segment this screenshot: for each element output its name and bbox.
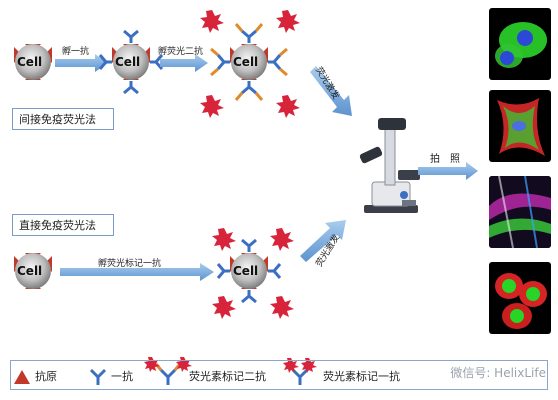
watermark: 微信号: HelixLife [450, 366, 546, 380]
legend-labeled-primary-label: 荧光素标记一抗 [323, 370, 400, 383]
cell-label-5: Cell [233, 264, 259, 278]
arrow-incubate-secondary [160, 54, 208, 72]
photograph-label: 拍 照 [430, 154, 460, 165]
arrow-excite-bottom [300, 220, 346, 262]
arrow-incubate-labeled-primary [60, 263, 214, 281]
fluorescence-image-3 [489, 176, 551, 248]
fluorescence-image-1 [489, 8, 551, 80]
cell-label-4: Cell [17, 264, 43, 278]
cell-with-labeled-primary [212, 228, 294, 319]
arrow-incubate-primary [55, 54, 108, 72]
cell-label-1: Cell [17, 55, 43, 69]
cell-label-3: Cell [233, 55, 259, 69]
legend-primary-label: 一抗 [111, 370, 133, 383]
cell-plain-2 [14, 253, 52, 289]
step-labeled-primary-label: 孵荧光标记一抗 [98, 259, 162, 269]
legend-primary-icon [89, 368, 107, 385]
step-secondary-label: 孵荧光二抗 [158, 47, 204, 57]
method-indirect-label: 间接免疫荧光法 [19, 113, 96, 126]
method-direct-box: 直接免疫荧光法 [12, 214, 114, 236]
cell-with-secondary [200, 10, 300, 118]
cell-with-primary [98, 29, 164, 95]
cell-label-2: Cell [115, 55, 141, 69]
microscope [359, 118, 420, 213]
step-primary-label: 孵一抗 [62, 47, 90, 57]
fluorescence-image-4 [489, 262, 551, 334]
arrow-excite-top [310, 66, 352, 116]
method-indirect-box: 间接免疫荧光法 [12, 108, 114, 130]
fluorescence-image-2 [489, 90, 551, 162]
cell-plain-1 [14, 44, 52, 80]
legend-secondary-label: 荧光素标记二抗 [189, 370, 266, 383]
method-direct-label: 直接免疫荧光法 [19, 219, 96, 232]
arrow-photograph [418, 162, 478, 180]
legend-labeled-primary-icon [283, 358, 317, 385]
legend-antigen-icon [14, 370, 30, 384]
legend-antigen-label: 抗原 [35, 370, 57, 383]
legend: 抗原 一抗 荧光素标记二抗 荧光素标记一抗 [10, 360, 548, 390]
